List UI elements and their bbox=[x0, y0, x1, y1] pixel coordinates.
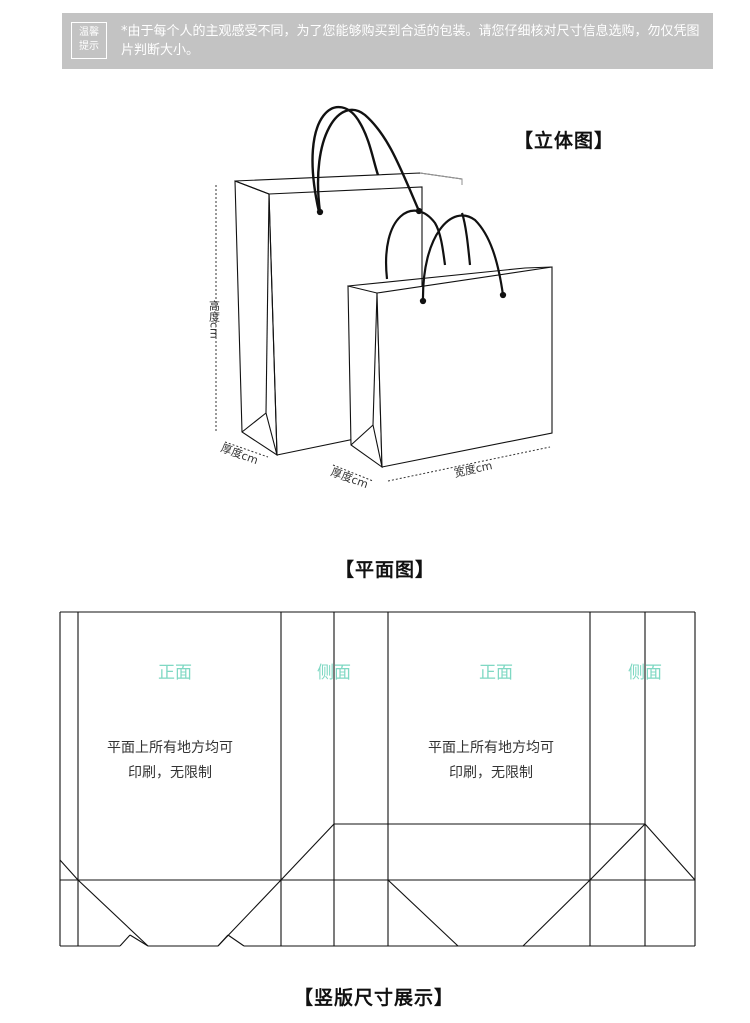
print-note-left-line1: 平面上所有地方均可 bbox=[107, 740, 233, 756]
heading-flat-view: 【平面图】 bbox=[335, 559, 436, 581]
notice-badge-line1: 温馨 bbox=[79, 27, 99, 38]
front-label-right: 正面 bbox=[479, 663, 513, 683]
flat-unfolded-diagram: 正面 侧面 正面 侧面 平面上所有地方均可 印刷，无限制 平面上所有地方均可 印… bbox=[59, 611, 696, 947]
notice-badge: 温馨 提示 bbox=[71, 22, 107, 59]
thickness-label-small: 厚度cm bbox=[329, 465, 370, 491]
front-label-left: 正面 bbox=[158, 663, 192, 683]
print-note-right-line2: 印刷，无限制 bbox=[449, 765, 533, 781]
small-bag bbox=[347, 209, 553, 469]
thickness-label-large: 厚度cm bbox=[219, 441, 260, 467]
notice-badge-line2: 提示 bbox=[79, 41, 99, 52]
side-label-left: 侧面 bbox=[317, 663, 351, 683]
bags-3d-illustration: 高度cm 厚度cm 厚度cm 宽度cm bbox=[208, 105, 553, 491]
heading-3d-view: 【立体图】 bbox=[514, 130, 615, 152]
heading-vertical-dimensions: 【竖版尺寸展示】 bbox=[294, 987, 455, 1009]
dimension-lines bbox=[215, 185, 551, 482]
height-label: 高度cm bbox=[208, 299, 221, 339]
width-label: 宽度cm bbox=[453, 458, 494, 480]
notice-bar: 温馨 提示 *由于每个人的主观感受不同，为了您能够购买到合适的包装。请您仔细核对… bbox=[62, 13, 713, 69]
print-note-right-line1: 平面上所有地方均可 bbox=[428, 740, 554, 756]
side-label-right: 侧面 bbox=[628, 663, 662, 683]
print-note-left-line2: 印刷，无限制 bbox=[128, 765, 212, 781]
notice-text: *由于每个人的主观感受不同，为了您能够购买到合适的包装。请您仔细核对尺寸信息选购… bbox=[121, 24, 700, 58]
